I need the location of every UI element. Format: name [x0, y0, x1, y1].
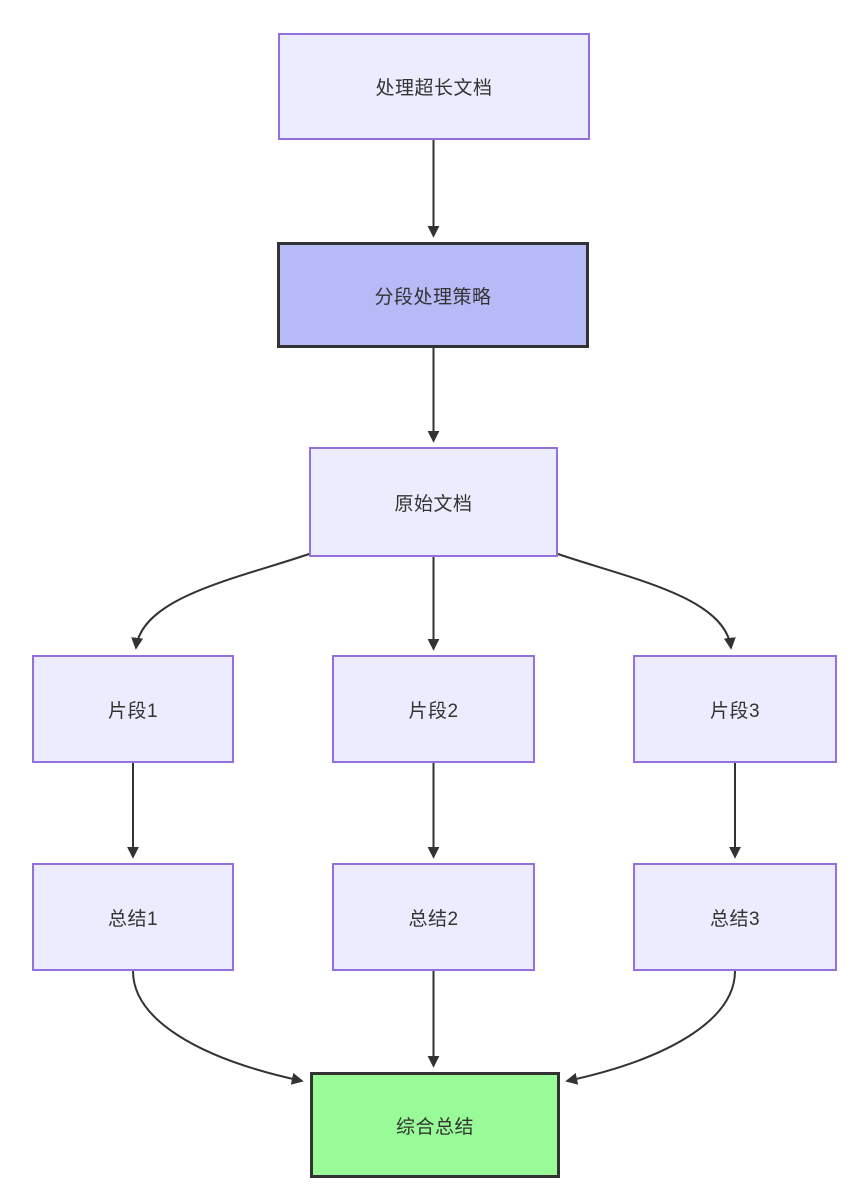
node-strategy: 分段处理策略 — [277, 242, 589, 348]
node-fragment3: 片段3 — [633, 655, 837, 763]
node-fragment1-label: 片段1 — [107, 700, 159, 722]
node-summary3: 总结3 — [633, 863, 837, 971]
node-summary2: 总结2 — [332, 863, 535, 971]
node-summary3-label: 总结3 — [709, 908, 761, 930]
edge-summary1-to-final — [132, 970, 304, 1085]
edge-summary3-to-final — [565, 970, 736, 1085]
node-original-doc: 原始文档 — [309, 447, 558, 557]
edge-original-doc-to-fragment1 — [131, 552, 313, 650]
node-process-doc: 处理超长文档 — [278, 33, 590, 140]
node-summary1: 总结1 — [32, 863, 234, 971]
node-final-summary: 综合总结 — [310, 1072, 560, 1178]
node-final-summary-label: 综合总结 — [395, 1116, 474, 1138]
node-fragment3-label: 片段3 — [709, 700, 761, 722]
node-summary1-label: 总结1 — [107, 908, 159, 930]
node-strategy-label: 分段处理策略 — [374, 286, 492, 308]
edge-original-doc-to-fragment3 — [554, 552, 736, 650]
node-process-doc-label: 处理超长文档 — [375, 78, 493, 99]
node-fragment1: 片段1 — [32, 655, 234, 763]
node-fragment2-label: 片段2 — [408, 700, 459, 722]
node-fragment2: 片段2 — [332, 655, 535, 763]
node-original-doc-label: 原始文档 — [394, 493, 473, 515]
node-summary2-label: 总结2 — [408, 908, 459, 930]
